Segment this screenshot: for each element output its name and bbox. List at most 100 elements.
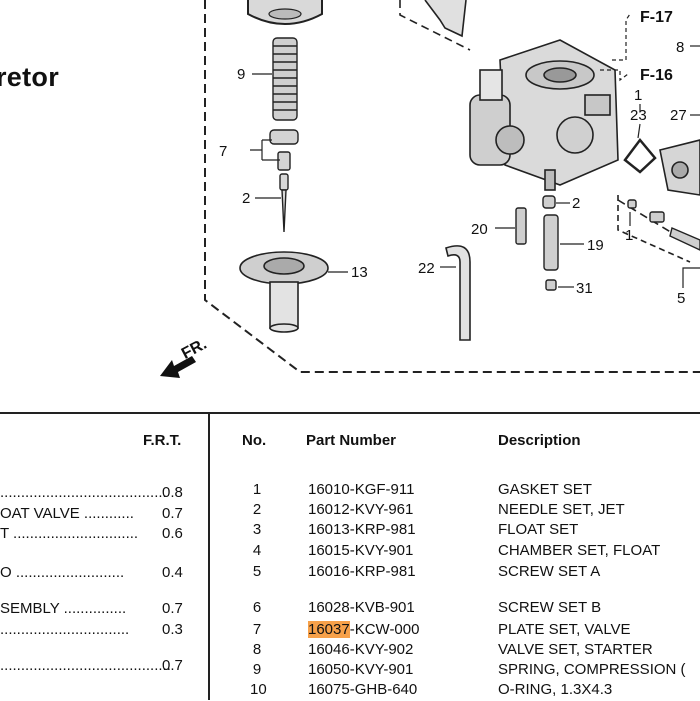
part-no: 3 [252, 521, 262, 538]
labor-row: SEMBLY ............... 0.7 [0, 600, 200, 620]
jet-needle-part [279, 173, 289, 233]
exploded-parts-diagram: 9 7 2 13 F-17 8 F-16 1 23 [160, 0, 700, 378]
callout-13: 13 [351, 264, 368, 281]
labor-item: T .............................. [0, 525, 139, 542]
part-description: VALVE SET, STARTER [498, 641, 653, 658]
no-header: No. [242, 432, 267, 449]
part-no: 5 [252, 563, 262, 580]
labor-frt: 0.6 [162, 525, 183, 542]
callout-23: 23 [630, 107, 647, 124]
callout-8: 8 [676, 39, 684, 56]
front-direction-icon: FR. [160, 336, 210, 378]
part-no: 8 [252, 641, 262, 658]
labor-item: ........................................ [0, 484, 167, 501]
carburetor-body [424, 0, 619, 191]
table-row: 5 16016-KRP-981 SCREW SET A [210, 563, 700, 583]
callout-7: 7 [219, 143, 227, 160]
labor-item: ........................................… [0, 657, 171, 674]
part-description: SCREW SET B [498, 599, 602, 616]
callout-F16: F-16 [640, 67, 673, 84]
frt-header: F.R.T. [143, 432, 182, 449]
callout-1a: 1 [634, 87, 642, 104]
callout-2a: 2 [242, 190, 250, 207]
part-number: 16015-KVY-901 [308, 542, 413, 559]
labor-frt: 0.8 [162, 484, 183, 501]
valve-plate-part [269, 129, 299, 171]
labor-row: OAT VALVE ............ 0.7 [0, 505, 200, 525]
search-highlight: 16037 [308, 621, 350, 638]
top-cover-part [247, 0, 323, 25]
part-description: O-RING, 1.3X4.3 [498, 681, 613, 698]
part-number: 16010-KGF-911 [308, 481, 414, 498]
labor-row: ........................................… [0, 484, 200, 504]
part-number: 16012-KVY-961 [308, 501, 413, 518]
part-number-text: -KCW-000 [349, 621, 420, 638]
labor-frt: 0.4 [162, 564, 183, 581]
part-number-text: 16016-KRP-981 [308, 563, 416, 580]
part-number-text: 16010-KGF-911 [308, 481, 415, 498]
labor-frt: 0.7 [162, 505, 183, 522]
callout-9: 9 [237, 66, 245, 83]
callout-31: 31 [576, 280, 593, 297]
labor-item: OAT VALVE ............ [0, 505, 134, 522]
labor-item: SEMBLY ............... [0, 600, 127, 617]
labor-frt: 0.7 [162, 657, 183, 674]
part-number: 16046-KVY-902 [308, 641, 413, 658]
part-number-text: 16075-GHB-640 [308, 681, 418, 698]
small-screw-part [515, 195, 559, 291]
labor-frt: 0.7 [162, 600, 183, 617]
part-description: FLOAT SET [498, 521, 579, 538]
part-no: 6 [252, 599, 262, 616]
part-number-text: 16046-KVY-902 [308, 641, 414, 658]
table-row: 1 16010-KGF-911 GASKET SET [210, 481, 700, 501]
part-description: NEEDLE SET, JET [498, 501, 625, 518]
part-number: 16016-KRP-981 [308, 563, 416, 580]
table-top-rule [0, 412, 700, 414]
part-number-header: Part Number [306, 432, 397, 449]
table-row: 7 16037-KCW-000 PLATE SET, VALVE [210, 621, 700, 641]
labor-row: T .............................. 0.6 [0, 525, 200, 545]
part-number: 16075-GHB-640 [308, 681, 417, 698]
part-description: SPRING, COMPRESSION ( [498, 661, 686, 678]
pilot-screw-part [627, 199, 700, 251]
callout-20: 20 [471, 221, 488, 238]
callout-5: 5 [677, 290, 685, 307]
labor-row: O .......................... 0.4 [0, 564, 200, 584]
labor-frt: 0.3 [162, 621, 183, 638]
part-number: 16013-KRP-981 [308, 521, 416, 538]
part-number-text: 16028-KVB-901 [308, 599, 415, 616]
part-no: 4 [252, 542, 262, 559]
part-number-text: 16013-KRP-981 [308, 521, 416, 538]
part-no: 2 [252, 501, 262, 518]
table-row: 8 16046-KVY-902 VALVE SET, STARTER [210, 641, 700, 661]
table-row: 10 16075-GHB-640 O-RING, 1.3X4.3 [210, 681, 700, 701]
part-number: 16050-KVY-901 [308, 661, 413, 678]
table-row: 9 16050-KVY-901 SPRING, COMPRESSION ( [210, 661, 700, 681]
labor-item: O .......................... [0, 564, 125, 581]
description-header: Description [498, 432, 581, 449]
part-number: 16037-KCW-000 [308, 621, 419, 638]
part-description: GASKET SET [498, 481, 592, 498]
page-title: retor [0, 62, 60, 92]
part-no: 1 [252, 481, 262, 498]
direction-label: FR. [179, 336, 210, 363]
labor-item: ............................... [0, 621, 130, 638]
fuel-hose-part [445, 245, 471, 341]
callout-2b: 2 [572, 195, 580, 212]
part-no: 10 [250, 681, 267, 698]
table-column-divider [208, 414, 210, 700]
table-row: 2 16012-KVY-961 NEEDLE SET, JET [210, 501, 700, 521]
part-description: SCREW SET A [498, 563, 601, 580]
spring-part [272, 37, 298, 121]
part-number-text: 16050-KVY-901 [308, 661, 414, 678]
callout-1b: 1 [625, 227, 633, 244]
part-number: 16028-KVB-901 [308, 599, 415, 616]
part-number-text: 16012-KVY-961 [308, 501, 414, 518]
part-no: 7 [252, 621, 262, 638]
part-description: CHAMBER SET, FLOAT [498, 542, 661, 559]
table-row: 4 16015-KVY-901 CHAMBER SET, FLOAT [210, 542, 700, 562]
labor-row: ........................................… [0, 657, 200, 677]
part-no: 9 [252, 661, 262, 678]
diaphragm-piston-part [239, 251, 329, 333]
table-row: 6 16028-KVB-901 SCREW SET B [210, 599, 700, 619]
